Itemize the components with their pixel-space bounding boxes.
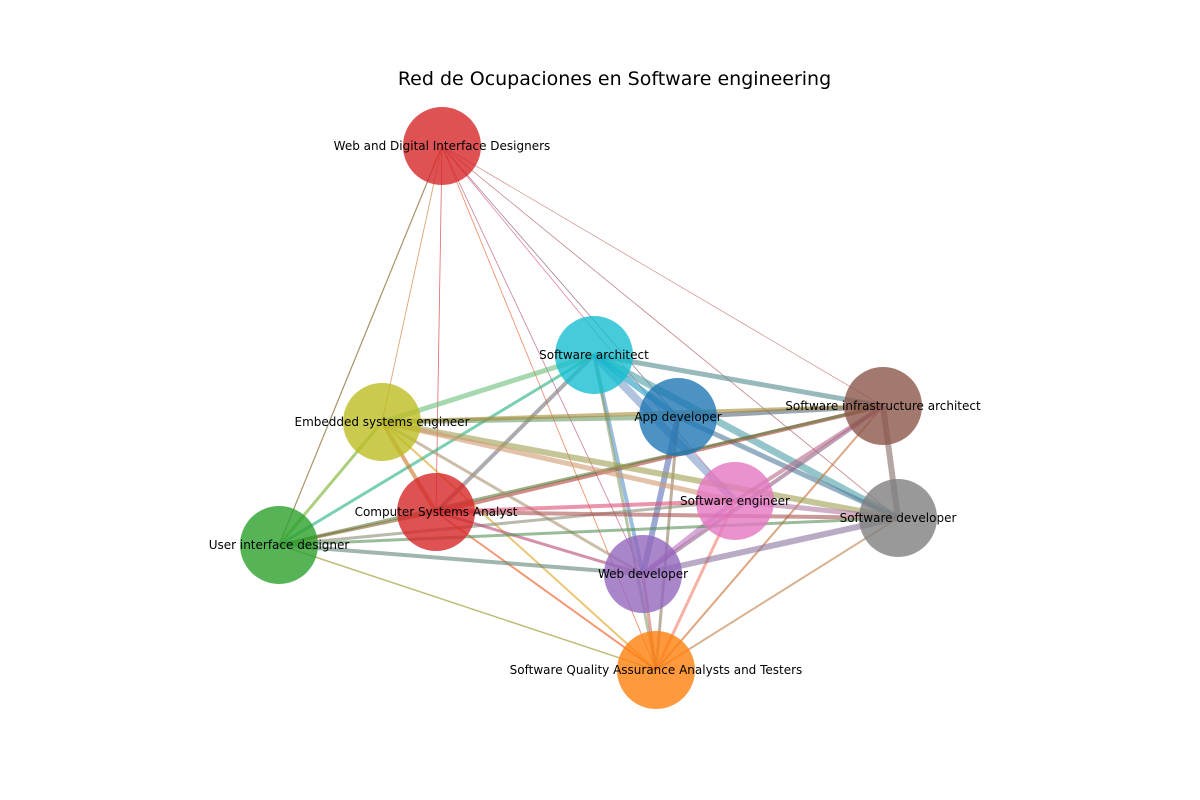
node-comp_sys[interactable] <box>397 473 475 551</box>
edge-comp_sys-sqa <box>435 511 657 671</box>
node-label-sw_engineer: Software engineer <box>680 494 790 508</box>
node-app_dev[interactable] <box>639 378 717 456</box>
node-label-ui_designer: User interface designer <box>209 538 350 552</box>
edge-sw_engineer-ui_designer <box>278 499 736 547</box>
edge-sw_dev-web_dev <box>642 515 899 577</box>
node-label-web_dev: Web developer <box>598 567 688 581</box>
node-label-web_digital: Web and Digital Interface Designers <box>334 139 551 153</box>
nodes <box>240 107 937 709</box>
edge-embedded-web_dev <box>381 420 644 576</box>
edge-embedded-sw_dev <box>381 419 899 521</box>
edge-sw_dev-sqa <box>655 517 899 671</box>
page-title: Red de Ocupaciones en Software engineeri… <box>397 68 832 90</box>
edge-ui_designer-sqa <box>278 544 657 671</box>
edge-sw_infra-ui_designer <box>278 404 884 547</box>
node-ui_designer[interactable] <box>240 506 318 584</box>
edge-embedded-sw_engineer <box>381 419 736 504</box>
node-sqa[interactable] <box>617 631 695 709</box>
edge-web_digital-sw_dev <box>441 145 899 519</box>
node-labels: Web and Digital Interface DesignersSoftw… <box>209 139 981 677</box>
node-embedded[interactable] <box>343 383 421 461</box>
node-label-comp_sys: Computer Systems Analyst <box>355 505 518 519</box>
edge-comp_sys-sw_dev <box>435 510 899 520</box>
edge-embedded-sqa <box>381 421 657 671</box>
edge-web_digital-sw_infra <box>441 145 884 407</box>
node-sw_infra[interactable] <box>844 367 922 445</box>
node-web_dev[interactable] <box>604 535 682 613</box>
edge-web_digital-embedded <box>381 145 443 423</box>
edge-sw_architect-sw_infra <box>593 352 884 409</box>
node-sw_architect[interactable] <box>555 316 633 394</box>
edge-web_digital-web_dev <box>441 145 644 575</box>
edge-sw_infra-sqa <box>655 405 884 671</box>
node-label-sw_dev: Software developer <box>840 511 957 525</box>
edge-sw_dev-ui_designer <box>278 516 899 547</box>
edge-web_digital-ui_designer <box>278 145 443 546</box>
node-sw_dev[interactable] <box>859 479 937 557</box>
node-sw_engineer[interactable] <box>696 462 774 540</box>
node-web_digital[interactable] <box>403 107 481 185</box>
edge-sw_architect-ui_designer <box>278 353 595 547</box>
edge-sw_engineer-comp_sys <box>435 499 736 514</box>
edge-ui_designer-web_dev <box>278 543 644 576</box>
edge-sw_infra-embedded <box>381 404 884 424</box>
node-label-sw_architect: Software architect <box>539 348 649 362</box>
node-label-sqa: Software Quality Assurance Analysts and … <box>510 663 803 677</box>
node-label-embedded: Embedded systems engineer <box>294 415 469 429</box>
edge-web_digital-app_dev <box>441 145 679 418</box>
node-label-app_dev: App developer <box>634 410 721 424</box>
node-label-sw_infra: Software infrastructure architect <box>785 399 981 413</box>
